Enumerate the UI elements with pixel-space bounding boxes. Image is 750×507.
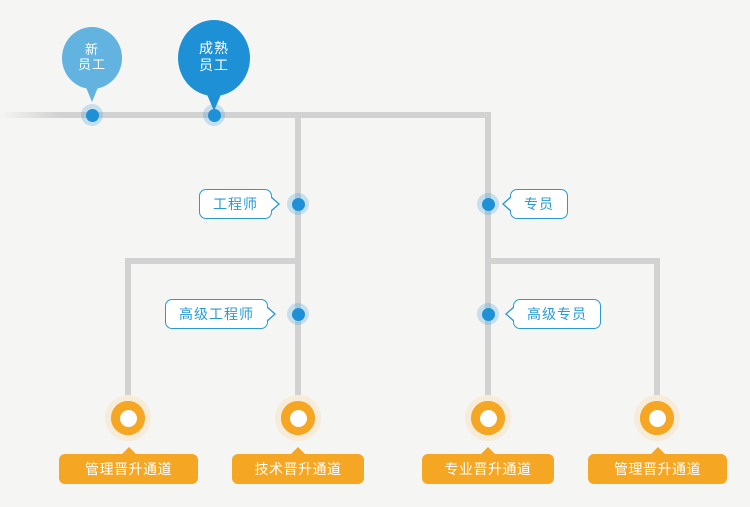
connector-vertical-col4: [654, 258, 660, 418]
ring-hole-icon: [648, 409, 666, 427]
connector-top-horizontal: [0, 112, 491, 118]
ring-hole-icon: [479, 409, 497, 427]
channel-ring-2[interactable]: [275, 395, 321, 441]
channel-ring-3[interactable]: [465, 395, 511, 441]
channel-label-3[interactable]: 专业晋升通道: [422, 447, 554, 484]
pill-pointer-icon: [120, 447, 137, 455]
stage-label: 新 员工: [77, 42, 106, 73]
role-label: 专员: [524, 197, 554, 213]
channel-ring-4[interactable]: [634, 395, 680, 441]
role-callout-specialist[interactable]: 专员: [502, 189, 568, 219]
channel-text: 管理晋升通道: [85, 462, 172, 478]
ring-hole-icon: [289, 409, 307, 427]
channel-label-2[interactable]: 技术晋升通道: [232, 447, 364, 484]
bubble-tail-icon: [83, 80, 101, 102]
pill-pointer-icon: [480, 447, 496, 455]
callout-pointer-fill-icon: [270, 197, 278, 211]
role-label: 工程师: [213, 197, 258, 213]
role-callout-senior-specialist[interactable]: 高级专员: [505, 299, 601, 329]
channel-label-1[interactable]: 管理晋升通道: [59, 447, 198, 484]
role-label: 高级专员: [527, 307, 587, 323]
callout-pointer-fill-icon: [507, 307, 515, 321]
connector-vertical-col3: [485, 112, 491, 418]
stage-bubble-new-employee[interactable]: 新 员工: [62, 27, 122, 102]
node-dot-senior-specialist[interactable]: [477, 303, 499, 325]
stage-label: 成熟 员工: [199, 41, 229, 74]
pill-pointer-icon: [290, 447, 306, 455]
role-label: 高级工程师: [179, 307, 254, 323]
connector-branch-left: [125, 258, 301, 264]
connector-vertical-col1: [125, 258, 131, 418]
callout-pointer-fill-icon: [504, 197, 512, 211]
node-dot-mature-employee[interactable]: [203, 104, 225, 126]
channel-label-4[interactable]: 管理晋升通道: [588, 447, 727, 484]
pill-pointer-icon: [649, 447, 666, 455]
node-dot-specialist[interactable]: [477, 193, 499, 215]
callout-pointer-fill-icon: [266, 307, 274, 321]
channel-text: 管理晋升通道: [614, 462, 701, 478]
connector-branch-right: [485, 258, 660, 264]
role-callout-engineer[interactable]: 工程师: [199, 189, 280, 219]
channel-text: 专业晋升通道: [444, 462, 532, 478]
node-dot-engineer[interactable]: [287, 193, 309, 215]
channel-ring-1[interactable]: [105, 395, 151, 441]
connector-vertical-col2: [295, 112, 301, 418]
channel-text: 技术晋升通道: [254, 462, 342, 478]
stage-bubble-mature-employee[interactable]: 成熟 员工: [178, 20, 250, 111]
node-dot-senior-engineer[interactable]: [287, 303, 309, 325]
role-callout-senior-engineer[interactable]: 高级工程师: [165, 299, 276, 329]
ring-hole-icon: [119, 409, 137, 427]
node-dot-new-employee[interactable]: [81, 104, 103, 126]
